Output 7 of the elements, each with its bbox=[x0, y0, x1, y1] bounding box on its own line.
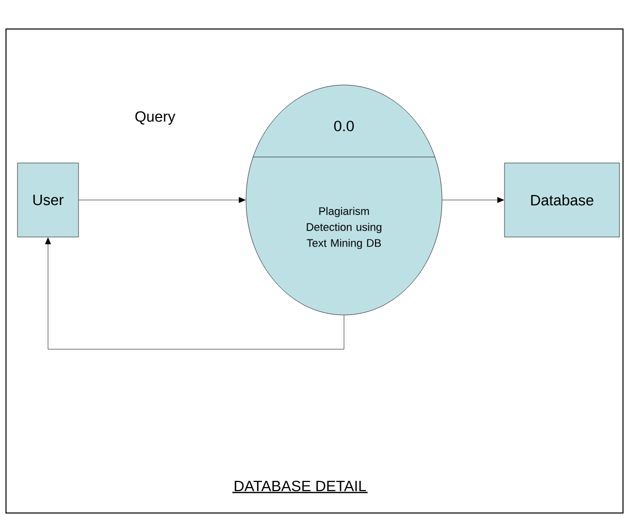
caption: DATABASE DETAIL bbox=[232, 480, 368, 494]
flow-label: Query bbox=[135, 111, 176, 125]
arrow bbox=[442, 197, 504, 203]
entity-box: User bbox=[17, 162, 79, 238]
arrow bbox=[45, 238, 344, 350]
entity-box: Database bbox=[504, 162, 620, 238]
arrow bbox=[78, 197, 246, 203]
